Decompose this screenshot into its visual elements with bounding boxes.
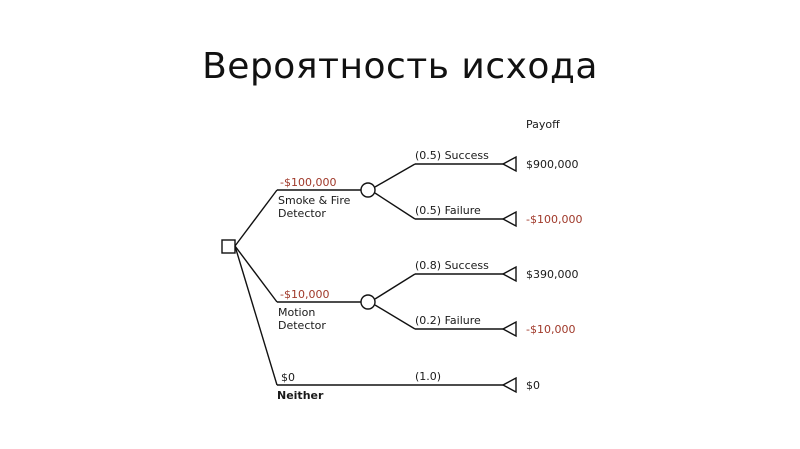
payoff-header: Payoff (526, 118, 560, 131)
payoff-value: -$100,000 (526, 213, 582, 226)
terminal-node (501, 376, 517, 394)
outcome-label: (0.2) Failure (415, 314, 481, 327)
payoff-value: -$10,000 (526, 323, 575, 336)
option-label: Neither (277, 389, 324, 402)
option-label: Detector (278, 319, 326, 332)
chance-node-smoke-fire (360, 182, 376, 198)
chance-node-motion (360, 294, 376, 310)
branch-motion (234, 245, 278, 303)
page-title: Вероятность исхода (202, 46, 598, 87)
terminal-node (501, 320, 517, 338)
option-cost: -$10,000 (280, 288, 329, 301)
option-cost: $0 (281, 371, 295, 384)
branch-neither (234, 245, 278, 386)
terminal-node (501, 210, 517, 228)
outcome-branch-2-failure (374, 304, 416, 330)
terminal-node (501, 265, 517, 283)
outcome-branch-2-success (374, 273, 416, 300)
branch-smoke-fire (234, 189, 278, 247)
outcome-branch-1-success (374, 163, 416, 188)
payoff-value: $390,000 (526, 268, 579, 281)
option-cost: -$100,000 (280, 176, 336, 189)
option-label: Smoke & Fire (278, 194, 351, 207)
option-label: Motion (278, 306, 315, 319)
outcome-branch-1-failure (374, 192, 416, 220)
payoff-value: $0 (526, 379, 540, 392)
option-label: Detector (278, 207, 326, 220)
outcome-label: (0.8) Success (415, 259, 489, 272)
decision-node (221, 239, 236, 254)
outcome-label: (1.0) (415, 370, 441, 383)
outcome-label: (0.5) Failure (415, 204, 481, 217)
terminal-node (501, 155, 517, 173)
payoff-value: $900,000 (526, 158, 579, 171)
outcome-label: (0.5) Success (415, 149, 489, 162)
